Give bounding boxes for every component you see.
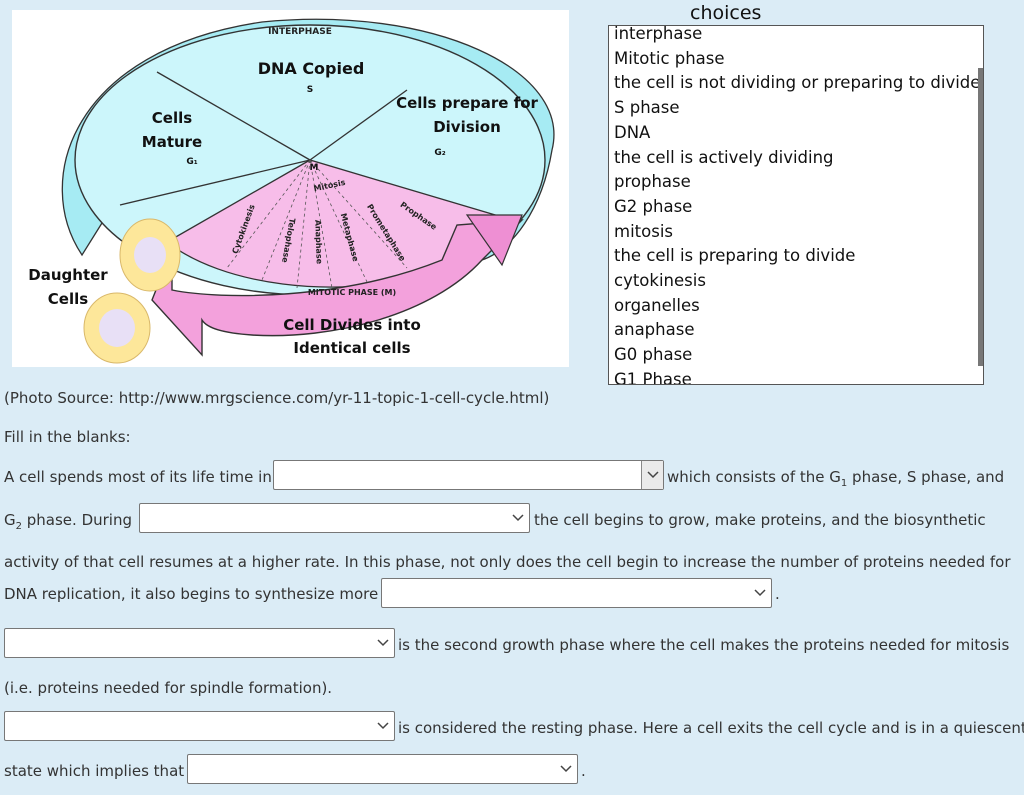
- line6: (i.e. proteins needed for spindle format…: [4, 679, 333, 697]
- chevron-down-icon[interactable]: [641, 461, 663, 489]
- instruction: Fill in the blanks:: [4, 428, 131, 446]
- choice-item[interactable]: the cell is actively dividing: [614, 147, 834, 167]
- choice-item[interactable]: Mitotic phase: [614, 48, 725, 68]
- blank-select-3[interactable]: [381, 578, 772, 608]
- line4-post: .: [775, 585, 780, 603]
- mitotic-arrow: [151, 219, 524, 357]
- choice-item[interactable]: organelles: [614, 295, 700, 315]
- line8-post: .: [581, 762, 586, 780]
- line4-pre: DNA replication, it also begins to synth…: [4, 585, 379, 603]
- choice-item[interactable]: DNA: [614, 122, 651, 142]
- m-label: M: [310, 163, 319, 173]
- g2-label: G₂: [434, 148, 445, 158]
- choices-scrollbar[interactable]: [978, 68, 983, 366]
- choice-item[interactable]: the cell is preparing to divide: [614, 246, 856, 266]
- choice-item[interactable]: prophase: [614, 172, 691, 192]
- cell-divides-line2: Identical cells: [293, 339, 410, 357]
- cell-divides-line1: Cell Divides into: [283, 316, 421, 334]
- chevron-down-icon[interactable]: [507, 504, 529, 532]
- line3: activity of that cell resumes at a highe…: [4, 553, 1011, 571]
- line5-post: is the second growth phase where the cel…: [398, 636, 1010, 654]
- cells-prepare-line1: Cells prepare for: [396, 94, 538, 112]
- choice-item[interactable]: interphase: [614, 25, 703, 43]
- cell-cycle-diagram: INTERPHASE DNA Copied S Cells prepare fo…: [12, 10, 569, 367]
- chevron-down-icon[interactable]: [749, 579, 771, 607]
- mitotic-phase-label: MITOTIC PHASE (M): [308, 288, 396, 297]
- interphase-label: INTERPHASE: [268, 27, 332, 37]
- chevron-down-icon[interactable]: [372, 712, 394, 740]
- chevron-down-icon[interactable]: [555, 755, 577, 783]
- line1-post: which consists of the G1 phase, S phase,…: [667, 468, 1005, 489]
- dna-copied-label: DNA Copied: [258, 59, 365, 78]
- choice-item[interactable]: G1 Phase: [614, 369, 692, 385]
- blank-select-2[interactable]: [139, 503, 530, 533]
- blank-select-5[interactable]: [4, 711, 395, 741]
- line7-post: is considered the resting phase. Here a …: [398, 719, 1024, 737]
- chevron-down-icon[interactable]: [372, 629, 394, 657]
- line2-post: the cell begins to grow, make proteins, …: [534, 511, 986, 529]
- blank-select-4[interactable]: [4, 628, 395, 658]
- choice-item[interactable]: mitosis: [614, 221, 673, 241]
- choices-title: choices: [690, 2, 762, 24]
- cells-mature-line2: Mature: [142, 133, 202, 151]
- choice-item[interactable]: G0 phase: [614, 345, 693, 365]
- daughter-line2: Cells: [48, 290, 88, 308]
- blank-select-1[interactable]: [273, 460, 664, 490]
- blank-select-6[interactable]: [187, 754, 578, 784]
- choice-item[interactable]: the cell is not dividing or preparing to…: [614, 73, 981, 93]
- anaphase-label: Anaphase: [313, 220, 324, 265]
- choice-item[interactable]: anaphase: [614, 320, 695, 340]
- choice-item[interactable]: G2 phase: [614, 196, 693, 216]
- choice-item[interactable]: cytokinesis: [614, 271, 706, 291]
- choice-item[interactable]: S phase: [614, 98, 680, 118]
- line2-pre: G2 phase. During: [4, 511, 132, 532]
- s-phase-label: S: [307, 85, 313, 95]
- g1-label: G₁: [186, 157, 197, 167]
- cells-prepare-line2: Division: [433, 118, 501, 136]
- line1-pre: A cell spends most of its life time in: [4, 468, 272, 486]
- cells-mature-line1: Cells: [152, 109, 192, 127]
- daughter-line1: Daughter: [28, 266, 108, 284]
- photo-source: (Photo Source: http://www.mrgscience.com…: [4, 389, 550, 407]
- line8-pre: state which implies that: [4, 762, 185, 780]
